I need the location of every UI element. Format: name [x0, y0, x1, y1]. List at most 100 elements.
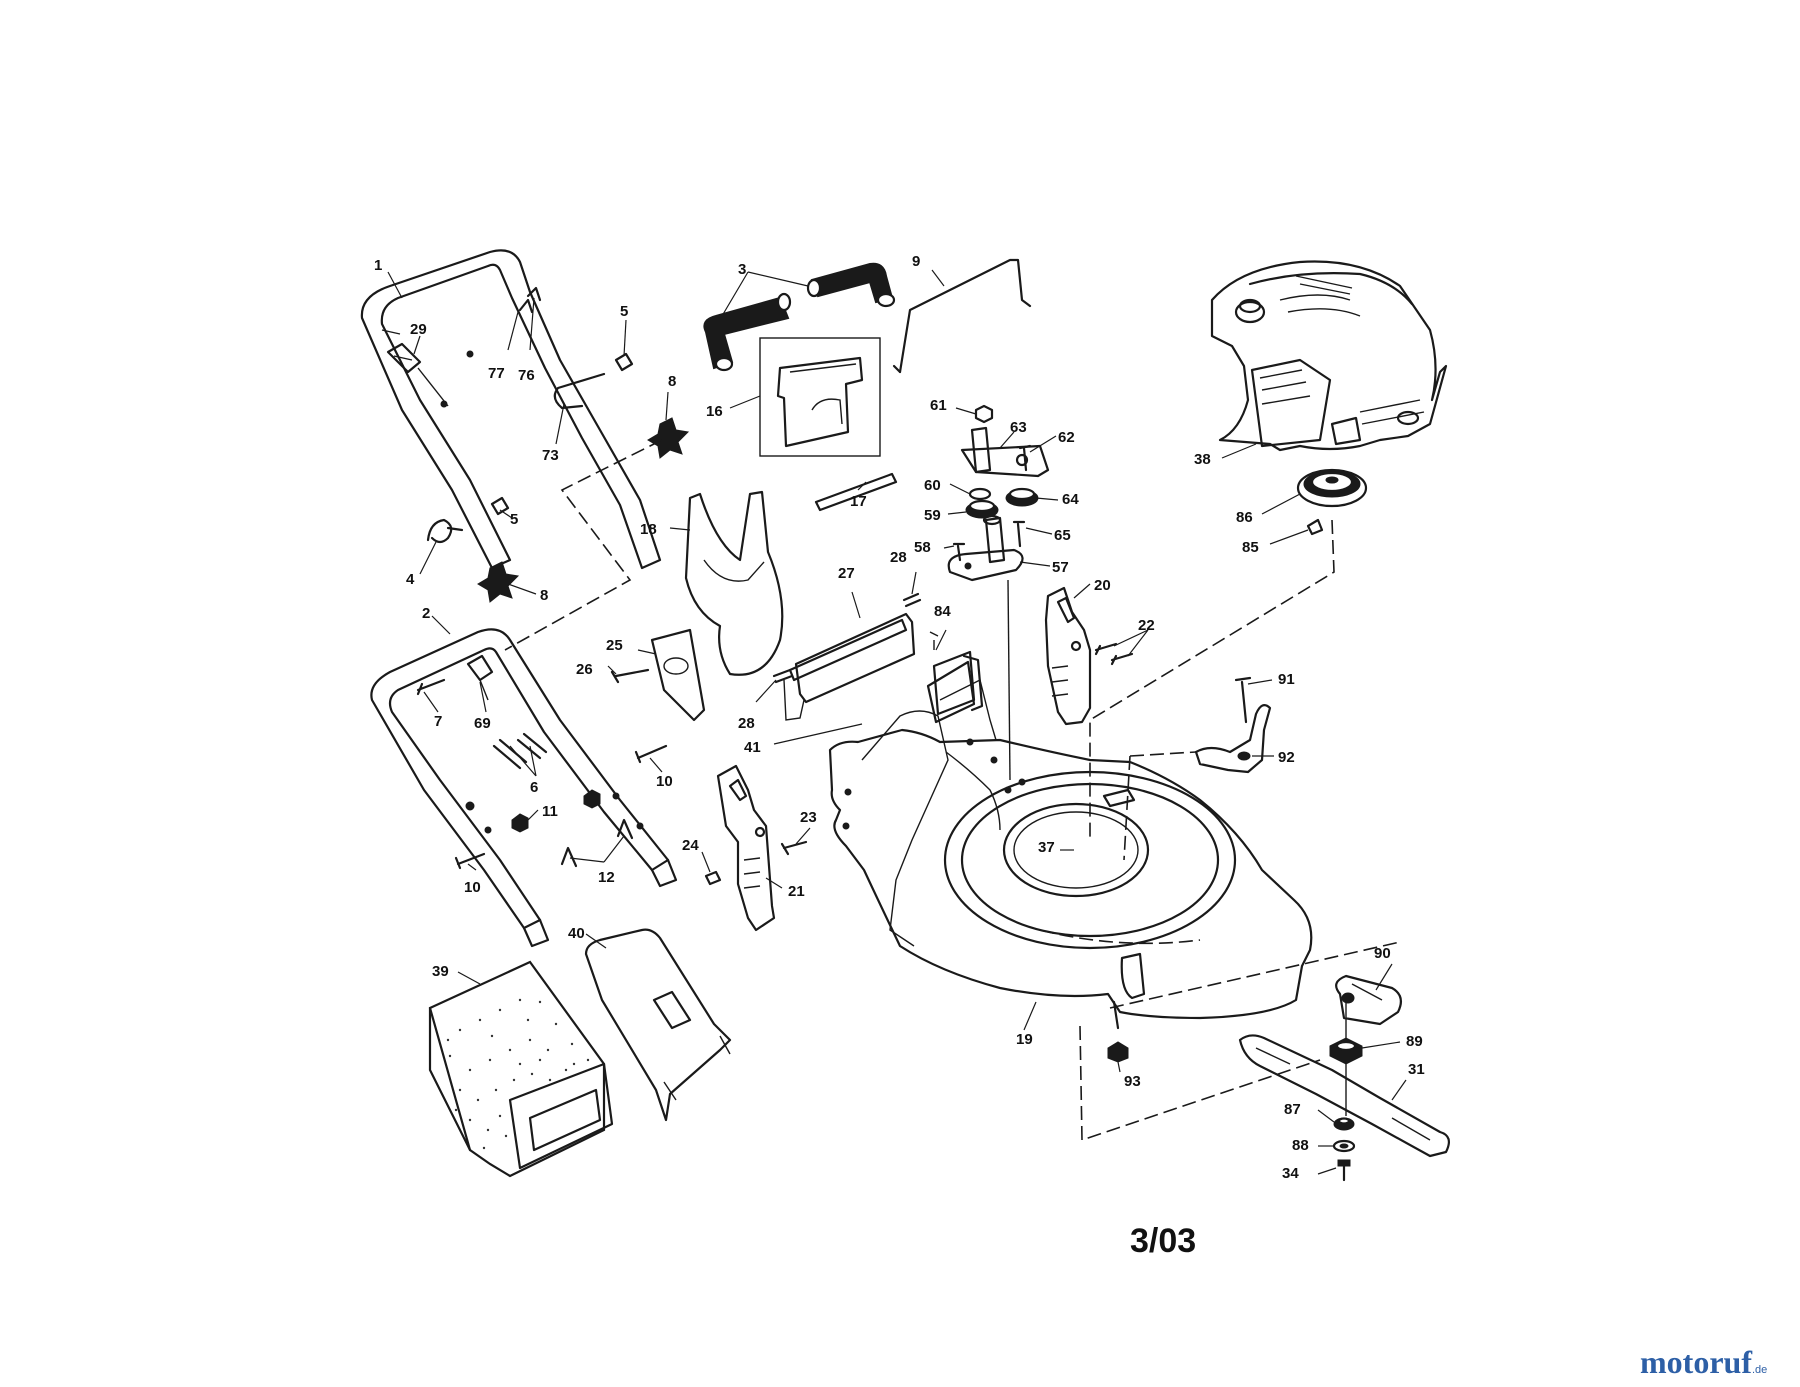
- callout-62: 62: [1058, 429, 1075, 446]
- handle-knob-lower-part: [490, 496, 510, 516]
- screw-part: [610, 668, 650, 684]
- idler-pulley-part: [965, 499, 999, 519]
- callout-6: 6: [530, 779, 538, 796]
- engine-part: [1210, 260, 1448, 452]
- link-rods-part: [492, 732, 548, 770]
- callout-12: 12: [598, 869, 615, 886]
- watermark-suffix: .de: [1751, 1364, 1768, 1376]
- callout-5-lower: 5: [510, 511, 518, 528]
- rear-axle-bracket-part: [1194, 704, 1272, 774]
- bolt-10-right-part: [634, 744, 668, 764]
- revision-date: 3/03: [1130, 1222, 1197, 1260]
- callout-39: 39: [432, 963, 449, 980]
- washer-60-part: [968, 487, 992, 501]
- blade-spacer-part: [1329, 1037, 1363, 1065]
- callout-29: 29: [410, 321, 427, 338]
- callout-61: 61: [930, 397, 947, 414]
- callout-60: 60: [924, 477, 941, 494]
- callout-10-left: 10: [464, 879, 481, 896]
- screw-23-part: [780, 840, 808, 856]
- callout-3: 3: [738, 261, 746, 278]
- discharge-chute-part: [684, 490, 784, 676]
- callout-22: 22: [1138, 617, 1155, 634]
- rear-bracket-part: [929, 631, 984, 716]
- grass-bag-part: [428, 960, 614, 1178]
- callout-2: 2: [422, 605, 430, 622]
- callout-64: 64: [1062, 491, 1079, 508]
- watermark-logo: motoruf.de: [1640, 1344, 1767, 1381]
- cutting-blade-part: [1238, 1034, 1451, 1158]
- j-bolt-part: [553, 372, 606, 410]
- callout-8-upper: 8: [668, 373, 676, 390]
- callout-88: 88: [1292, 1137, 1309, 1154]
- callout-25: 25: [606, 637, 623, 654]
- callout-73: 73: [542, 447, 559, 464]
- washer-88-part: [1332, 1139, 1356, 1153]
- callout-65: 65: [1054, 527, 1071, 544]
- callout-20: 20: [1094, 577, 1111, 594]
- callout-69: 69: [474, 715, 491, 732]
- height-adjuster-left-part: [716, 764, 776, 932]
- callout-59: 59: [924, 507, 941, 524]
- baffle-part: [650, 628, 706, 722]
- bolt-62-part: [1018, 444, 1032, 472]
- bag-frame-part: [584, 928, 732, 1122]
- callout-40: 40: [568, 925, 585, 942]
- callout-18: 18: [640, 521, 657, 538]
- bolt-part: [416, 678, 446, 696]
- upper-handle-part: [360, 249, 662, 570]
- callout-63: 63: [1010, 419, 1027, 436]
- callout-77: 77: [488, 365, 505, 382]
- lower-handle-part: [370, 628, 678, 948]
- leader-lines: [387, 269, 1407, 1175]
- callout-24: 24: [682, 837, 699, 854]
- callout-10-right: 10: [656, 773, 673, 790]
- callout-89: 89: [1406, 1033, 1423, 1050]
- watermark-name: motoruf: [1640, 1344, 1752, 1380]
- callout-23: 23: [800, 809, 817, 826]
- callout-38: 38: [1194, 451, 1211, 468]
- idler-bracket-part: [947, 514, 1024, 582]
- callout-37: 37: [1038, 839, 1055, 856]
- callout-57: 57: [1052, 559, 1069, 576]
- handle-grips-part: [703, 262, 896, 372]
- bolts-22-part: [1094, 642, 1134, 666]
- callout-7: 7: [434, 713, 442, 730]
- callout-11: 11: [542, 803, 558, 820]
- callout-31: 31: [1408, 1061, 1425, 1078]
- callout-85: 85: [1242, 539, 1259, 556]
- spring-clips-part: [560, 818, 634, 868]
- bolt-10-left-part: [454, 852, 486, 870]
- door-spring-part: [772, 592, 922, 684]
- callout-92: 92: [1278, 749, 1295, 766]
- washer-87-part: [1333, 1117, 1355, 1131]
- callout-9: 9: [912, 253, 920, 270]
- blade-bolt-part: [1337, 1159, 1351, 1182]
- height-adjuster-right-part: [1044, 586, 1092, 726]
- callout-28-upper: 28: [890, 549, 907, 566]
- drive-rod-part: [892, 258, 1032, 374]
- callout-26: 26: [576, 661, 593, 678]
- star-knob-part: [647, 417, 690, 459]
- callout-27: 27: [838, 565, 855, 582]
- callout-labels: 1 29 77 76 5 8 73 5 4 8 2 7 69 6 10 11 1…: [374, 253, 1425, 1182]
- key-part: [1306, 518, 1324, 536]
- nut-part: [511, 789, 601, 833]
- bolt-91-part: [1234, 676, 1252, 724]
- callout-19: 19: [1016, 1031, 1033, 1048]
- callout-90: 90: [1374, 945, 1391, 962]
- callout-4: 4: [406, 571, 415, 588]
- washer-part: [704, 870, 722, 886]
- mower-deck-part: [828, 660, 1313, 1020]
- handle-clips-part: [518, 286, 542, 314]
- callout-34: 34: [1282, 1165, 1299, 1182]
- callout-17: 17: [850, 493, 867, 510]
- callout-5-upper: 5: [620, 303, 628, 320]
- bolt-65-part: [1012, 520, 1026, 548]
- callout-28-lower: 28: [738, 715, 755, 732]
- rear-door-part: [783, 612, 916, 721]
- screw-58-part: [952, 542, 966, 562]
- callout-93: 93: [1124, 1073, 1141, 1090]
- cable-clip-part: [426, 518, 464, 544]
